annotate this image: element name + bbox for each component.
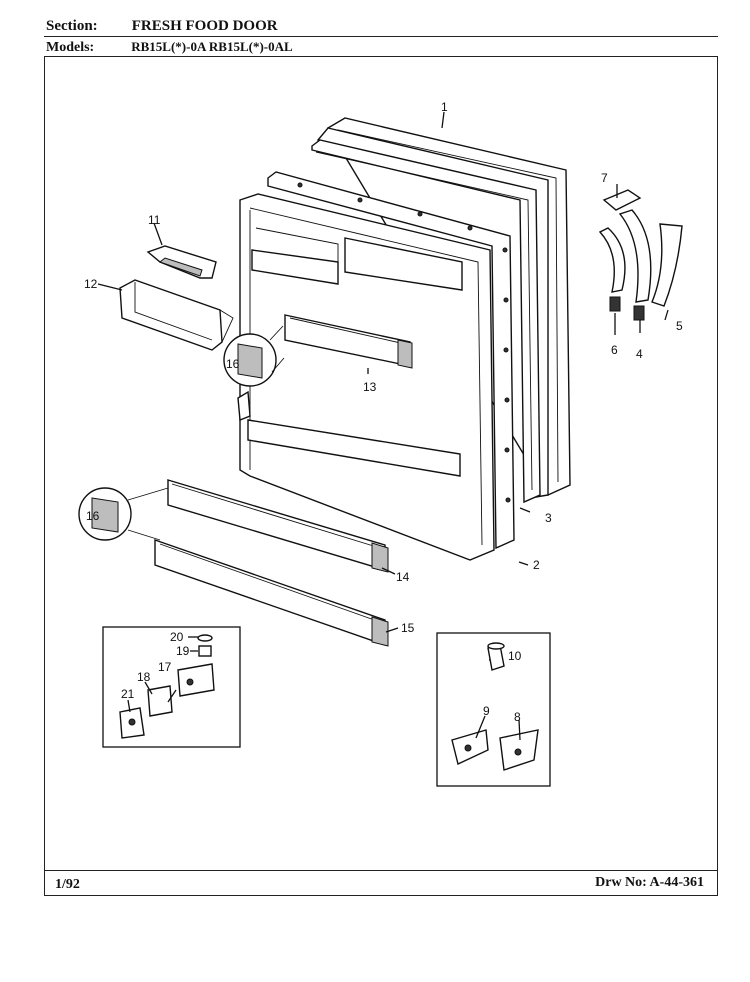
lower-shelf-bar xyxy=(167,479,389,573)
butter-bin xyxy=(119,279,234,351)
section-title: FRESH FOOD DOOR xyxy=(131,18,278,34)
handle-assembly xyxy=(598,189,683,321)
handle-insert-left xyxy=(609,296,621,312)
bottom-shelf-bar xyxy=(154,539,389,647)
models-list: RB15L(*)-0A RB15L(*)-0AL xyxy=(131,39,293,54)
callout-17: 17 xyxy=(158,660,172,674)
door-stop-detail-box xyxy=(436,632,551,787)
door-gasket xyxy=(311,139,541,504)
handle-end-cover-right xyxy=(618,209,652,303)
door-inner-liner xyxy=(237,171,515,561)
callout-16-upper: 16 xyxy=(226,357,240,371)
callout-2: 2 xyxy=(533,558,540,572)
callout-11: 11 xyxy=(148,213,161,227)
header-divider xyxy=(44,36,718,37)
callout-16-lower: 16 xyxy=(86,509,100,523)
drawing-frame xyxy=(44,56,718,896)
models-row: Models: RB15L(*)-0A RB15L(*)-0AL xyxy=(46,39,293,56)
callout-7: 7 xyxy=(601,171,608,185)
callout-6: 6 xyxy=(611,343,618,357)
callout-12: 12 xyxy=(84,277,98,291)
butter-door xyxy=(146,245,217,279)
handle-end-cover-left xyxy=(598,227,626,293)
callout-14: 14 xyxy=(396,570,410,584)
handle-strip xyxy=(651,223,683,307)
detail-circle-lower xyxy=(78,487,169,541)
callout-20: 20 xyxy=(170,630,184,644)
callout-15: 15 xyxy=(401,621,415,635)
detail-circle-upper xyxy=(223,325,285,387)
leader-lines xyxy=(97,111,669,741)
section-label: Section: xyxy=(46,18,98,34)
drawing-number: Drw No: A-44-361 xyxy=(595,875,704,890)
revision-date: 1/92 xyxy=(55,877,80,892)
callout-4: 4 xyxy=(636,347,643,361)
callout-9: 9 xyxy=(483,704,490,718)
callout-10: 10 xyxy=(508,649,522,663)
callout-18: 18 xyxy=(137,670,151,684)
handle-insert-right xyxy=(633,305,645,321)
liner-mounting-holes xyxy=(297,182,511,503)
callout-1: 1 xyxy=(441,100,448,114)
callout-13: 13 xyxy=(363,380,377,394)
section-row: Section: FRESH FOOD DOOR xyxy=(46,18,278,35)
callout-5: 5 xyxy=(676,319,683,333)
callout-labels: 1 2 3 4 5 6 7 8 9 10 11 12 13 14 15 16 1… xyxy=(84,100,683,724)
callout-8: 8 xyxy=(514,710,521,724)
callout-21: 21 xyxy=(121,687,135,701)
upper-shelf-bar xyxy=(284,314,413,369)
models-label: Models: xyxy=(46,40,95,55)
callout-3: 3 xyxy=(545,511,552,525)
callout-19: 19 xyxy=(176,644,190,658)
footer-divider xyxy=(44,870,718,871)
hinge-detail-box xyxy=(102,626,241,748)
handle-end-cap xyxy=(602,189,642,211)
